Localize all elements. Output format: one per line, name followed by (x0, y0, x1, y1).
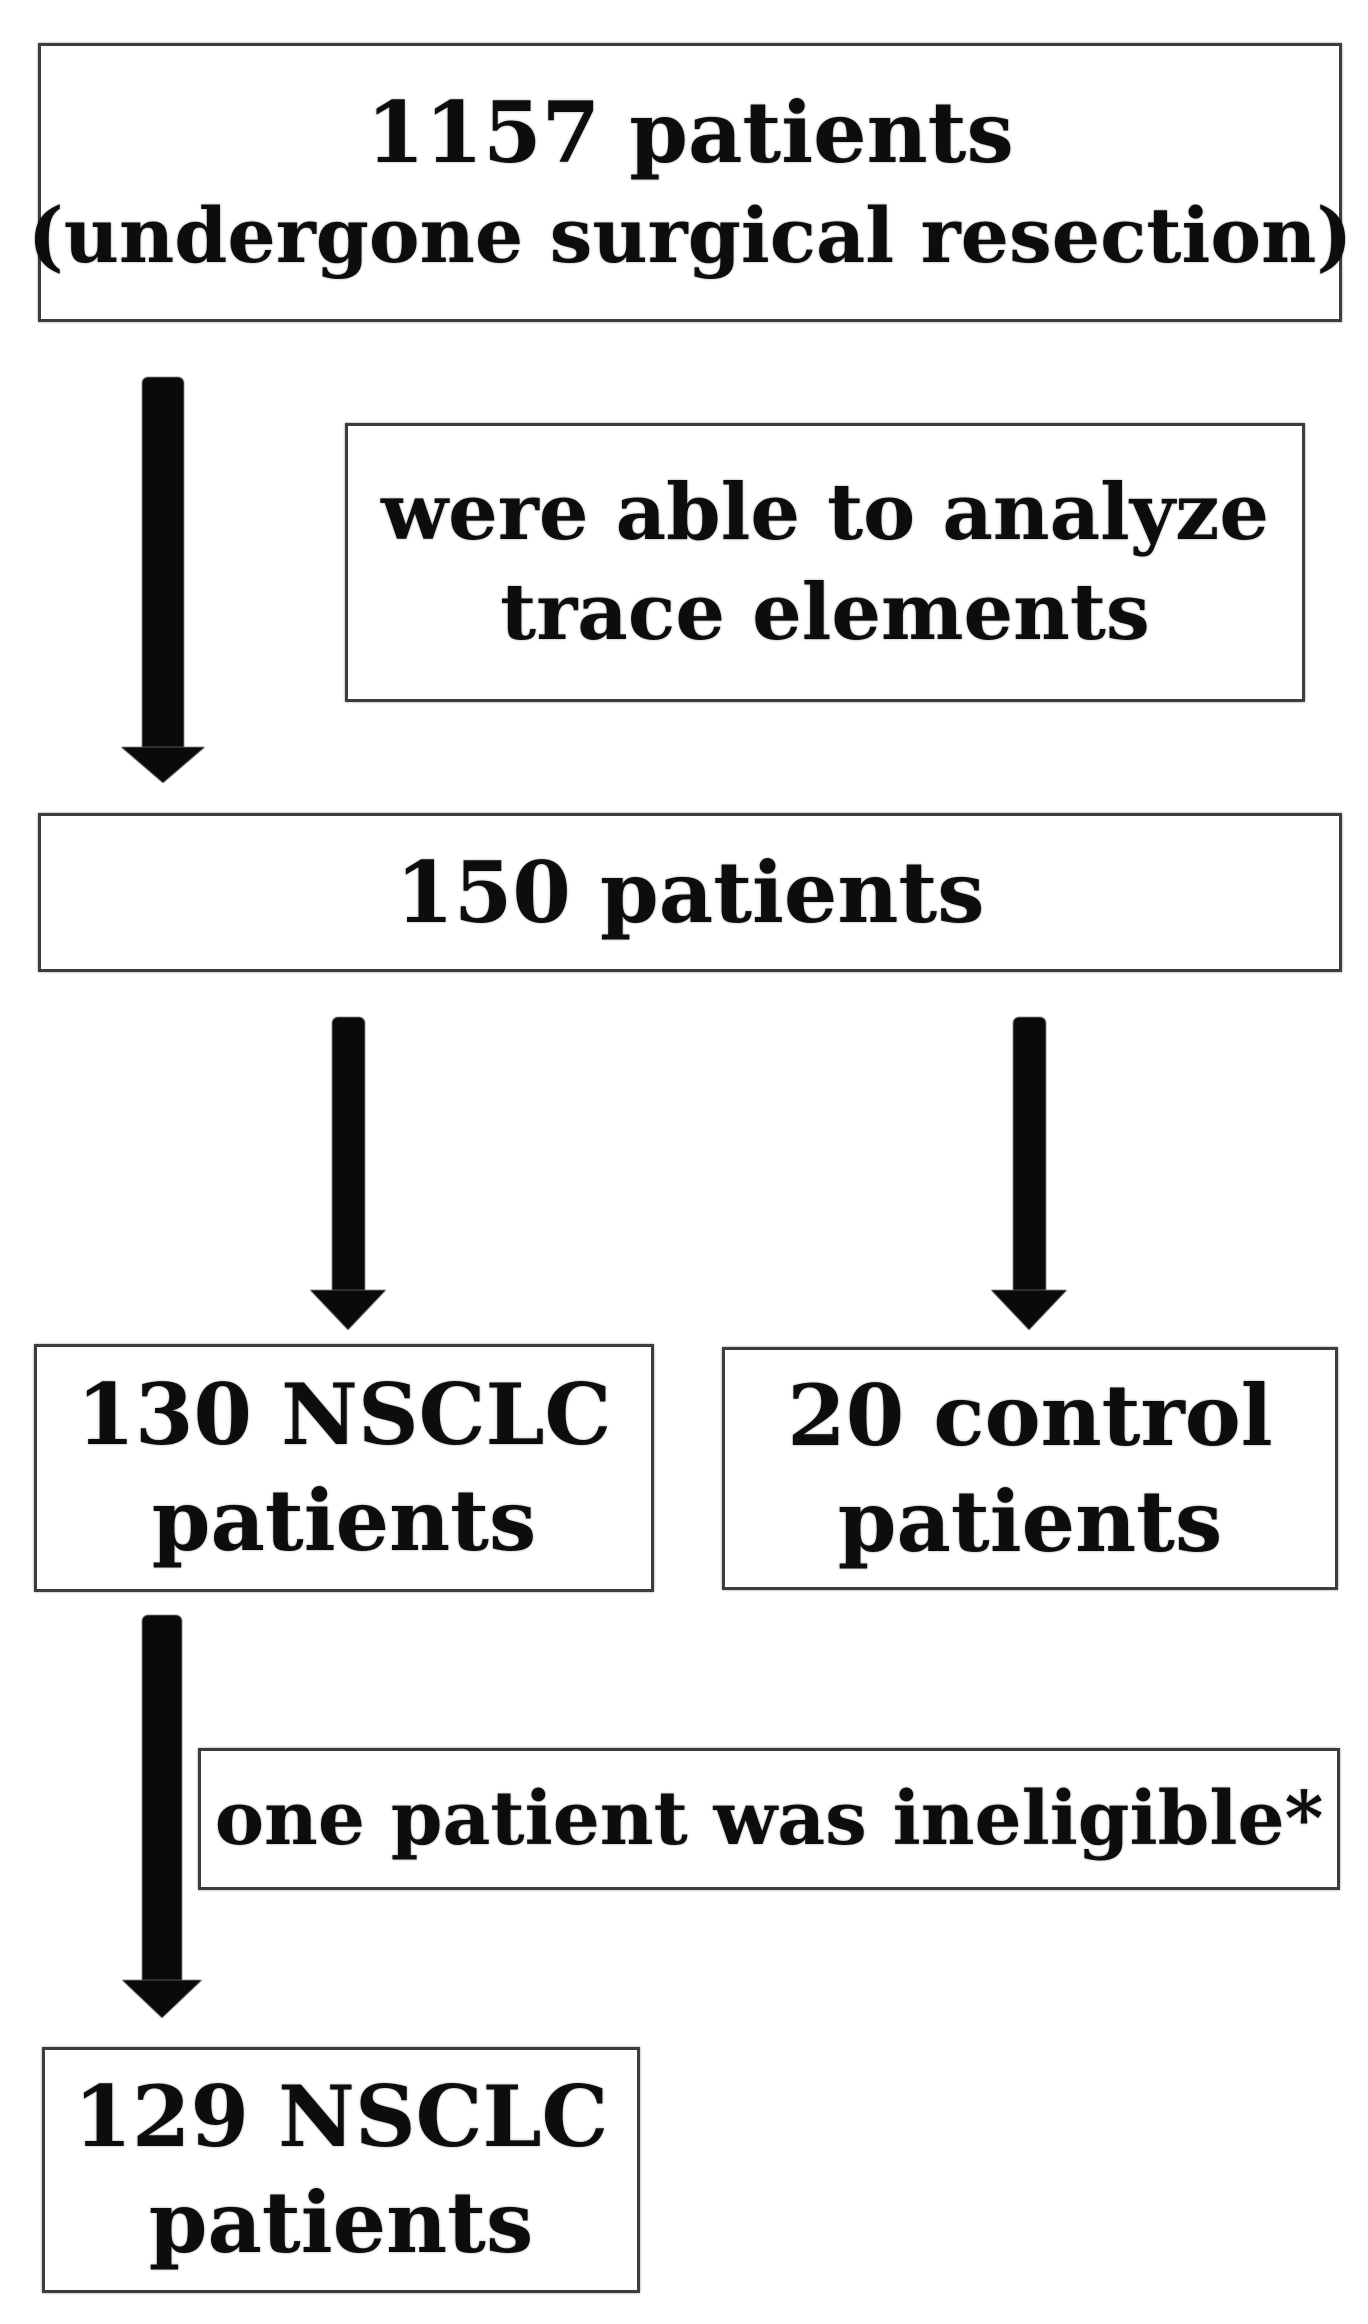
arrow-head-icon (121, 747, 205, 783)
arrow-shaft (142, 377, 184, 747)
box-1157-patients: 1157 patients (undergone surgical resect… (28, 43, 1352, 322)
box-150-patients: 150 patients (38, 813, 1342, 972)
box-130-nsclc-patients: 130 NSCLC patients (34, 1344, 654, 1592)
arrow-shaft (332, 1017, 365, 1290)
box-150-line1: 150 patients (395, 842, 985, 942)
arrow-head-icon (122, 1980, 202, 2018)
note-one-patient-ineligible: one patient was ineligible* (198, 1748, 1340, 1890)
arrow-head-icon (310, 1290, 386, 1330)
box-20-line1: 20 control (787, 1365, 1273, 1465)
box-129-nsclc-patients: 129 NSCLC patients (42, 2047, 640, 2293)
arrow-head-icon (991, 1290, 1067, 1330)
note-inelig-line1: one patient was ineligible* (214, 1776, 1324, 1862)
note-trace-elements: were able to analyze trace elements (345, 423, 1305, 702)
arrow-shaft (1013, 1017, 1046, 1290)
box-130-line2: patients (151, 1471, 537, 1570)
box-20-line2: patients (837, 1471, 1223, 1571)
note-trace-line2: trace elements (500, 566, 1150, 658)
box-130-line1: 130 NSCLC (76, 1365, 612, 1464)
arrow-shaft (142, 1615, 182, 1980)
box-129-line1: 129 NSCLC (73, 2067, 609, 2166)
box-1157-line2: (undergone surgical resection) (27, 190, 1353, 280)
box-1157-line1: 1157 patients (366, 82, 1014, 182)
note-trace-line1: were able to analyze (380, 466, 1269, 558)
box-20-control-patients: 20 control patients (722, 1347, 1338, 1590)
box-129-line2: patients (148, 2173, 534, 2272)
